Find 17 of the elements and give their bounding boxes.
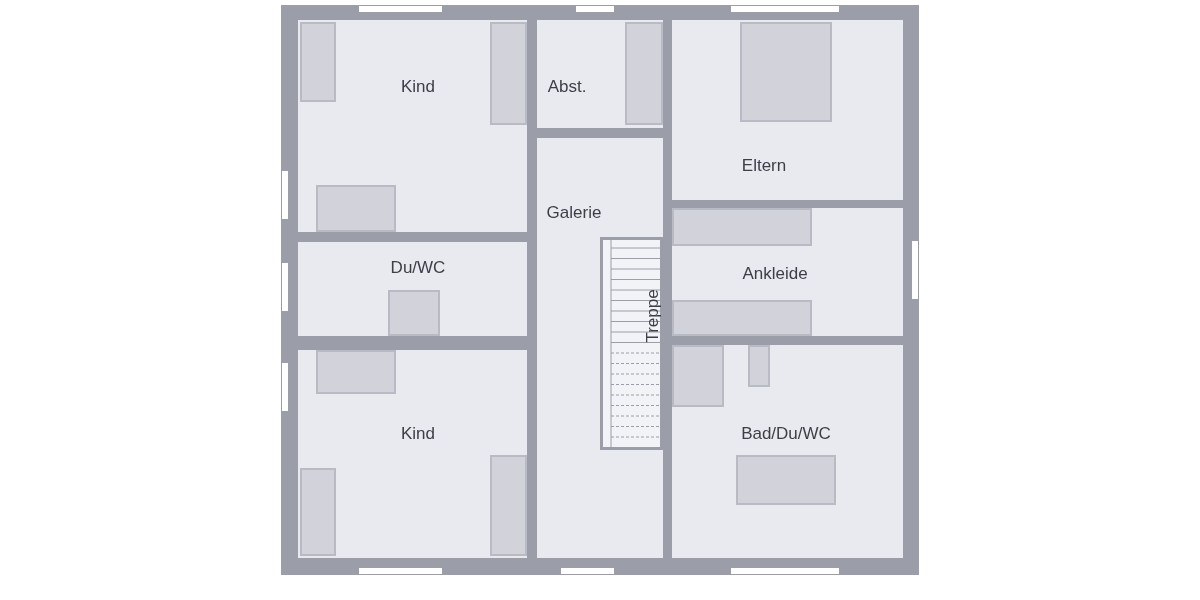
- room-area: [537, 138, 663, 558]
- room-area: [298, 350, 527, 558]
- room-name: Galerie: [546, 203, 602, 223]
- room-name: Kind: [401, 424, 435, 444]
- room-area: [672, 345, 903, 558]
- room-name: Bad/Du/WC: [741, 424, 831, 444]
- room-name: Abst.: [547, 77, 587, 97]
- room-area: [672, 208, 903, 336]
- room-name: Du/WC: [390, 258, 446, 278]
- room-area: [298, 242, 527, 336]
- room-name: Treppe: [643, 289, 663, 343]
- room-name: Eltern: [741, 156, 787, 176]
- room-area: [537, 20, 663, 128]
- room-area: [298, 20, 527, 232]
- room-name: Kind: [401, 77, 435, 97]
- room-area: [672, 20, 903, 200]
- room-name: Ankleide: [742, 264, 808, 284]
